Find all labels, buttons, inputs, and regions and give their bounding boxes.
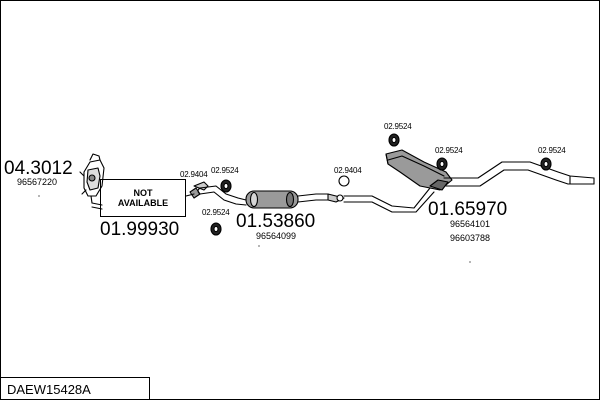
fitting-label-6: 02.9524 — [435, 146, 463, 155]
front-pipe-part-number: 01.99930 — [100, 219, 180, 240]
middle-silencer-part-number: 01.53860 — [236, 211, 316, 232]
middle-pipe — [297, 193, 345, 203]
front-intermediate-pipe — [197, 185, 247, 206]
tail-pipe — [443, 161, 595, 187]
not-available-text: NOT AVAILABLE — [117, 188, 169, 209]
middle-silencer-oem-number: 96564099 — [256, 231, 297, 241]
front-pipe-clamp-illustration — [185, 181, 209, 199]
not-available-box: NOT AVAILABLE — [100, 179, 186, 217]
fitting-label-5: 02.9524 — [384, 122, 412, 131]
model-code-label: DAEW15428A — [7, 382, 91, 397]
hanger-f4 — [338, 175, 350, 187]
fitting-label-1: 02.9404 — [180, 170, 208, 179]
rubber-mount-f7 — [540, 157, 552, 171]
catalytic-converter-illustration — [79, 153, 105, 210]
fitting-label-2: 02.9524 — [211, 166, 239, 175]
rubber-mount-f2 — [220, 179, 232, 193]
cat-converter-oem-number: 96567220 — [17, 177, 58, 187]
fitting-label-4: 02.9404 — [334, 166, 362, 175]
rubber-mount-f3 — [210, 222, 222, 236]
rear-silencer-oem-number-1: 96564101 — [450, 219, 491, 229]
rear-silencer-illustration — [385, 149, 453, 191]
fitting-label-3: 02.9524 — [202, 208, 230, 217]
rubber-mount-f6 — [436, 157, 448, 171]
cat-converter-part-number: 04.3012 — [4, 158, 73, 179]
model-code-box: DAEW15428A — [0, 377, 150, 400]
rubber-mount-f5 — [388, 133, 400, 147]
rear-silencer-part-number: 01.65970 — [428, 199, 508, 220]
rear-silencer-oem-number-2: 96603788 — [450, 233, 491, 243]
fitting-label-7: 02.9524 — [538, 146, 566, 155]
intermediate-rear-pipe — [343, 187, 435, 213]
middle-silencer-illustration — [245, 190, 299, 209]
